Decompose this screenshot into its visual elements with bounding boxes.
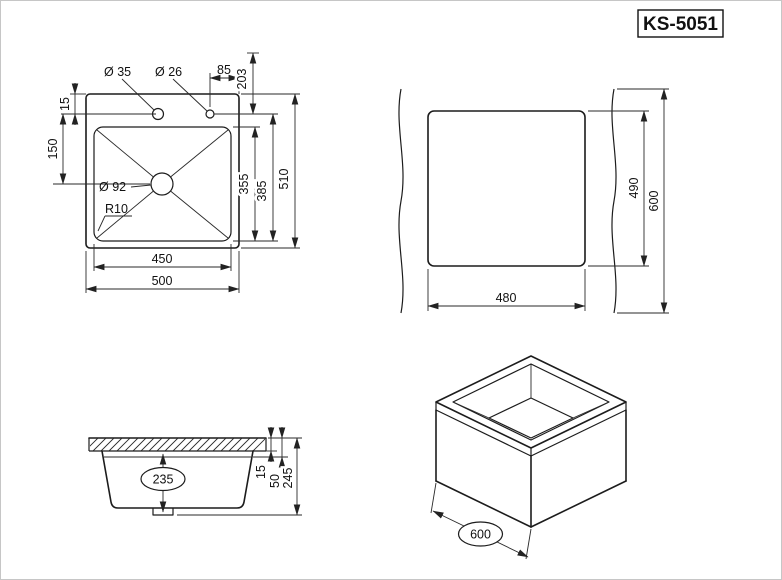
dim-label-355: 355 bbox=[237, 174, 251, 195]
leader-line bbox=[130, 184, 152, 188]
dim-label-85: 85 bbox=[217, 63, 231, 77]
extension-lines bbox=[53, 52, 300, 293]
basin-wall-lines bbox=[452, 364, 610, 419]
ext-line bbox=[525, 528, 532, 560]
dim-label-500: 500 bbox=[152, 274, 173, 288]
dim-label-600: 600 bbox=[470, 528, 491, 542]
dimension-lines bbox=[159, 427, 301, 516]
dimension-lines bbox=[427, 88, 668, 314]
cross-line bbox=[96, 190, 154, 239]
dim-label-50: 50 bbox=[268, 474, 282, 488]
break-line-left bbox=[398, 88, 404, 314]
cross-line bbox=[170, 190, 229, 239]
ext-line bbox=[430, 482, 437, 514]
title-block: KS-5051 bbox=[637, 9, 724, 38]
dim-label-15: 15 bbox=[58, 97, 72, 111]
label-hole-26: Ø 26 bbox=[155, 65, 182, 79]
wall-line bbox=[572, 401, 610, 419]
leader-line bbox=[97, 215, 106, 232]
label-drain-92: Ø 92 bbox=[99, 180, 126, 194]
dim-label-490: 490 bbox=[627, 178, 641, 199]
hatch-pattern bbox=[90, 438, 265, 451]
label-hole-35: Ø 35 bbox=[104, 65, 131, 79]
basin-profile bbox=[101, 450, 254, 509]
title-box bbox=[637, 9, 724, 38]
dimension-lines bbox=[59, 52, 299, 293]
dim-label-245: 245 bbox=[281, 468, 295, 489]
sink-top-view: Ø 35 Ø 26 Ø 92 R10 85 203 15 150 355 385… bbox=[44, 52, 300, 293]
break-line-right bbox=[611, 88, 617, 314]
wall-line bbox=[452, 401, 490, 419]
dim-label-600: 600 bbox=[647, 191, 661, 212]
cross-line bbox=[96, 129, 154, 178]
dim-label-235: 235 bbox=[153, 473, 174, 487]
dim-label-480: 480 bbox=[496, 291, 517, 305]
dim-label-150: 150 bbox=[46, 139, 60, 160]
leader-line bbox=[121, 78, 155, 111]
drawing-title: KS-5051 bbox=[643, 14, 718, 35]
extension-lines bbox=[430, 482, 532, 560]
dim-balloon-235 bbox=[140, 466, 186, 492]
sink-iso-view: 600 bbox=[430, 355, 627, 560]
cutout-outline bbox=[427, 110, 586, 267]
drain-stub bbox=[152, 508, 174, 516]
leader-line bbox=[172, 78, 208, 112]
tap-hole-26 bbox=[205, 109, 215, 119]
dim-balloon-600 bbox=[457, 521, 504, 547]
leader-lines bbox=[97, 78, 208, 232]
countertop-cutout-view: 480 490 600 bbox=[398, 88, 669, 314]
dim-label-510: 510 bbox=[277, 169, 291, 190]
rim-inner bbox=[452, 363, 610, 441]
extension-lines bbox=[427, 88, 669, 314]
sink-outline bbox=[85, 93, 240, 249]
label-corner-radius: R10 bbox=[105, 202, 128, 216]
dim-label-450: 450 bbox=[152, 252, 173, 266]
basin-bottom bbox=[488, 397, 574, 439]
drain-circle bbox=[150, 172, 174, 196]
sink-front-view: 235 15 50 245 bbox=[88, 427, 302, 516]
body-edge bbox=[530, 480, 627, 528]
drain-cross-lines bbox=[96, 129, 229, 239]
body-edge bbox=[435, 480, 532, 528]
dim-label-15: 15 bbox=[254, 465, 268, 479]
cross-line bbox=[170, 129, 229, 178]
dim-label-203: 203 bbox=[235, 69, 249, 90]
body-edges bbox=[435, 409, 627, 528]
dim-label-385: 385 bbox=[255, 181, 269, 202]
